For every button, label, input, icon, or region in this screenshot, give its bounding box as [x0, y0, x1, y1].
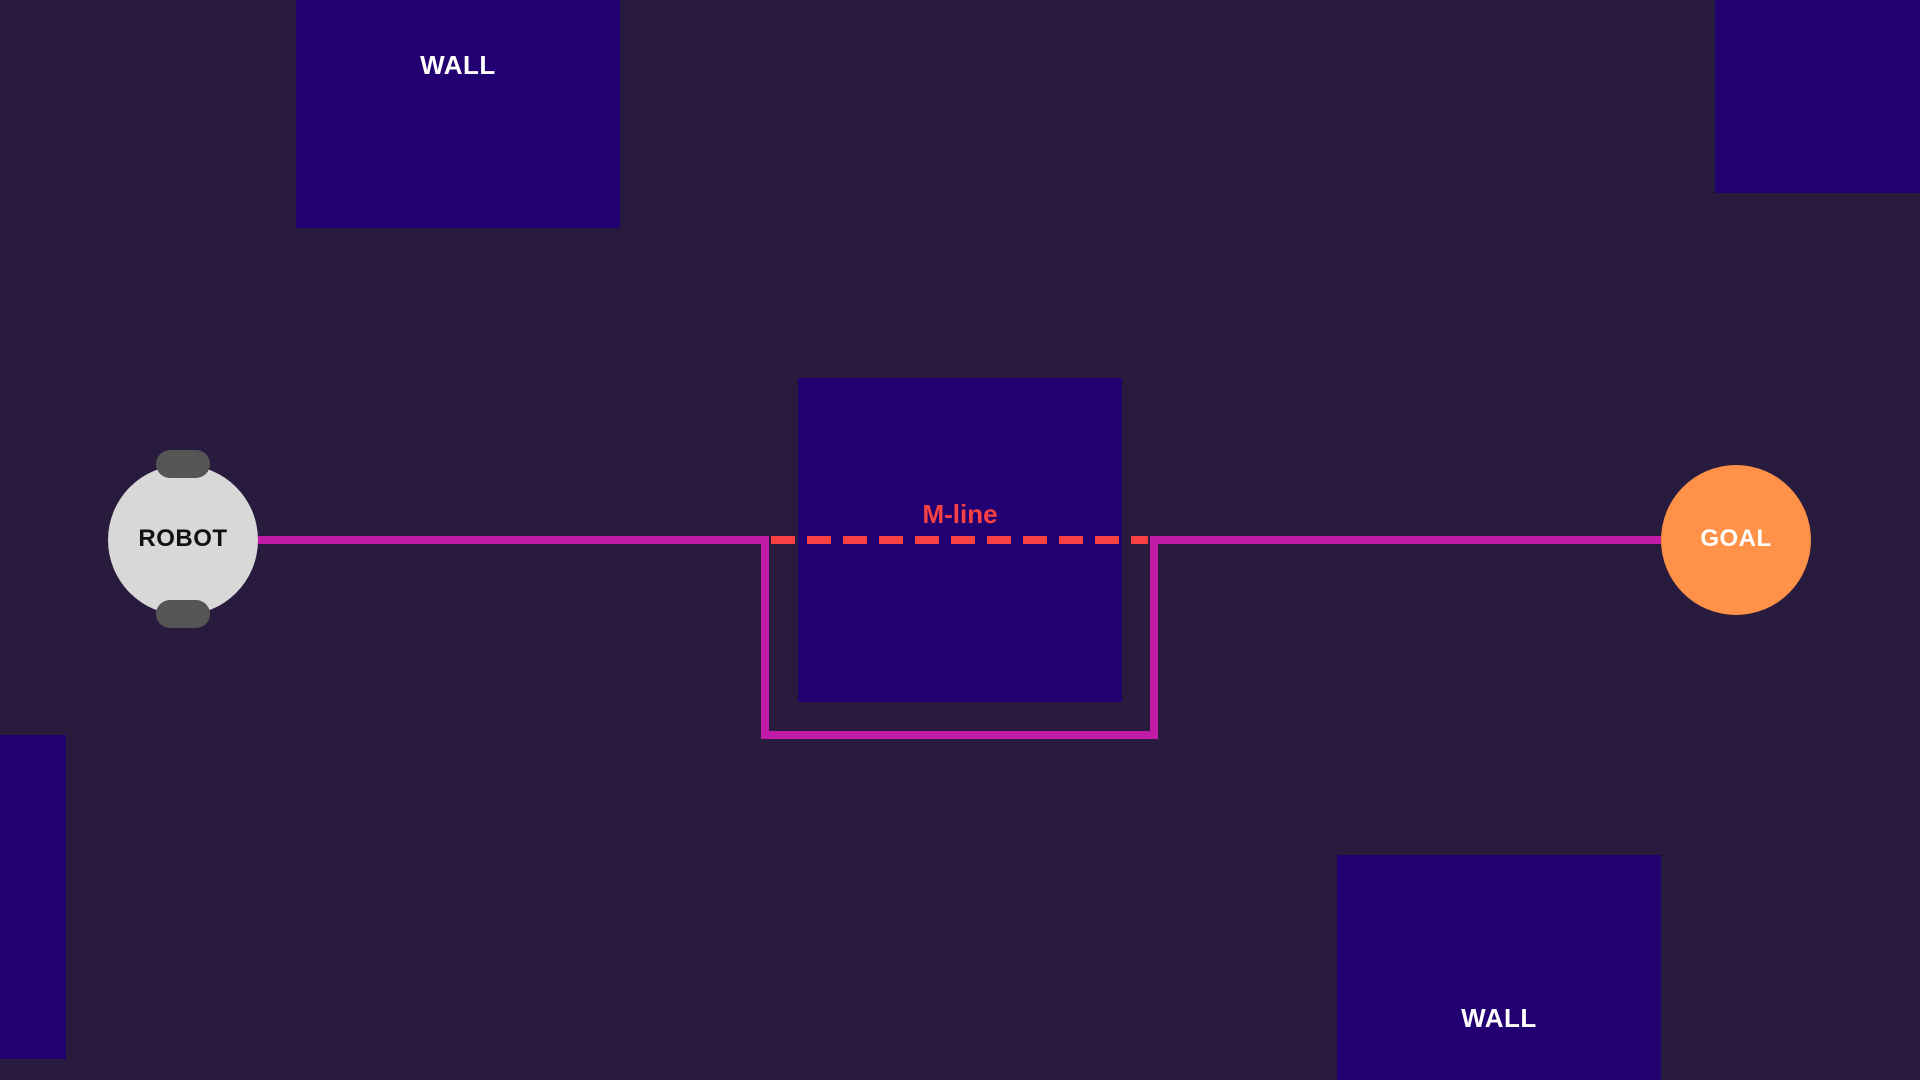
robot-wheel-top	[156, 450, 210, 478]
robot-label: ROBOT	[138, 525, 228, 552]
wall-top-left: WALL	[296, 0, 620, 228]
robot-path	[258, 536, 1661, 739]
robot-wheel-bottom	[156, 600, 210, 628]
goal: GOAL	[1661, 465, 1811, 615]
m-line-label: M-line	[922, 499, 998, 529]
wall-top-right	[1715, 0, 1920, 193]
robot: ROBOT	[108, 450, 258, 628]
wall-label: WALL	[1461, 1003, 1537, 1033]
wall-label: WALL	[420, 50, 496, 80]
wall-left-edge	[0, 735, 66, 1059]
goal-label: GOAL	[1700, 525, 1772, 552]
wall-bottom-right: WALL	[1337, 855, 1661, 1080]
